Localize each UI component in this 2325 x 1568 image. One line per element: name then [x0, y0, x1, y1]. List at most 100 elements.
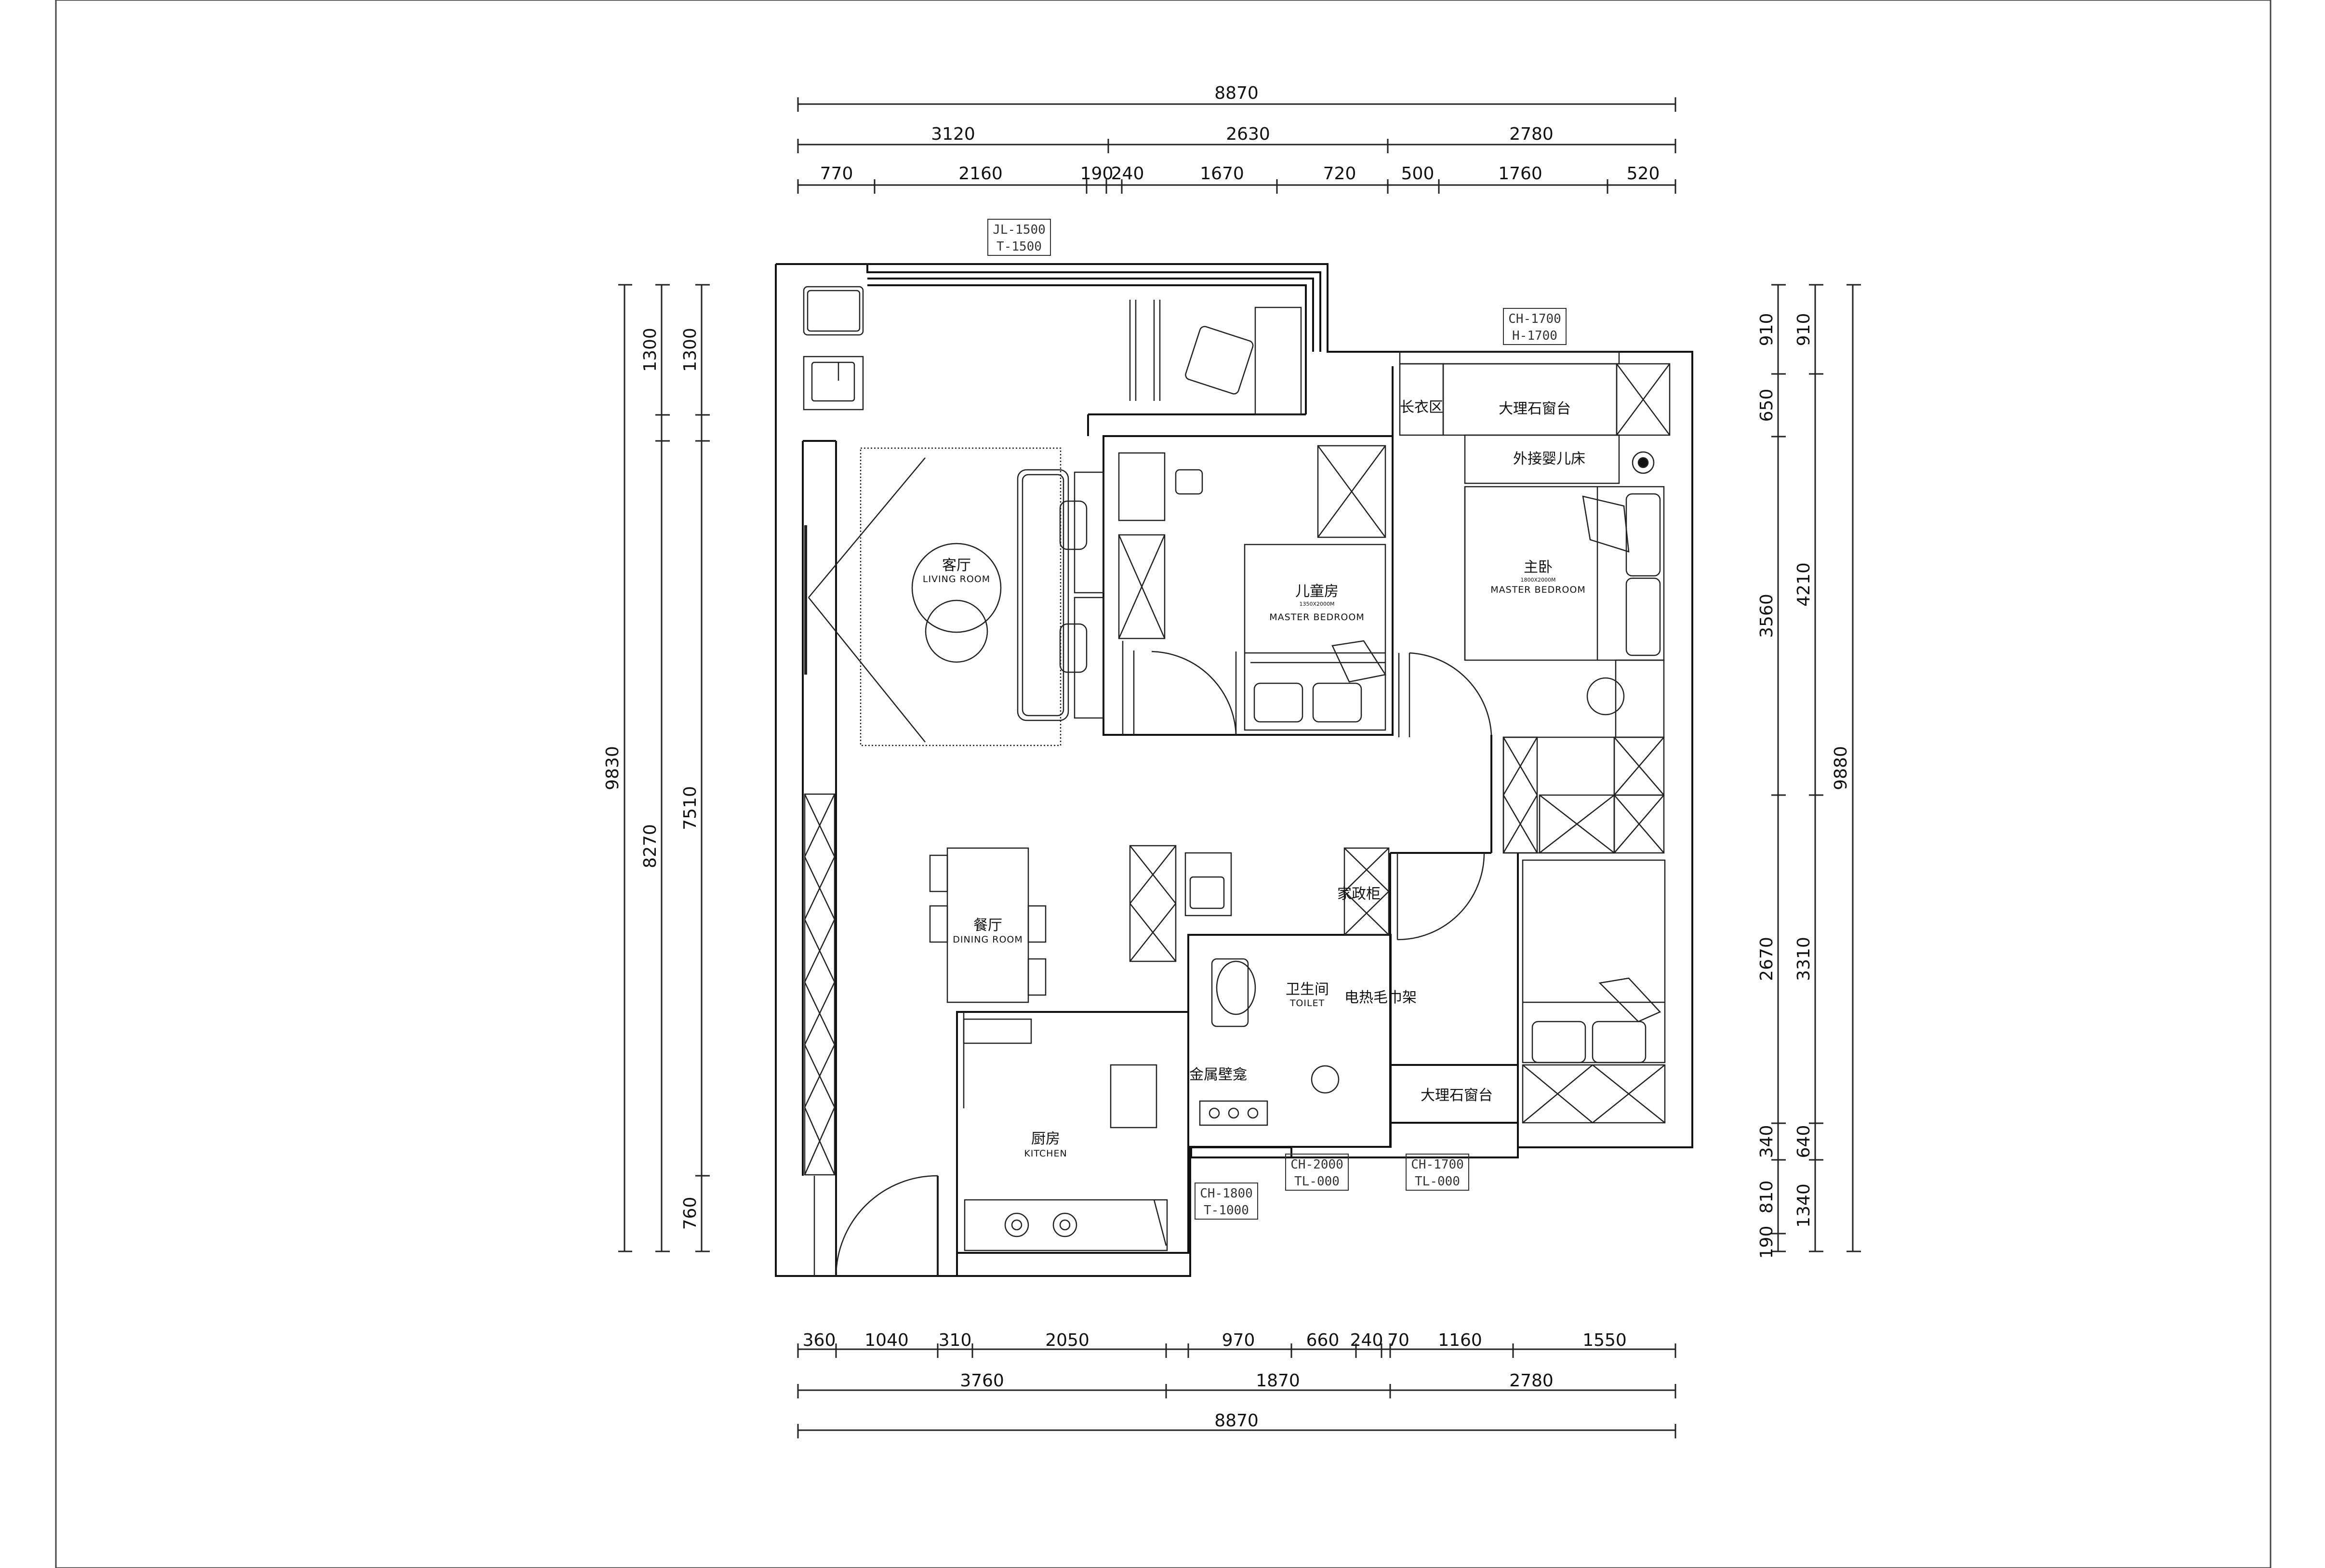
- dim-bottom-total: 8870: [1214, 1411, 1259, 1431]
- kids-desk: [1118, 452, 1166, 521]
- window-tag-4b: TL-000: [1415, 1174, 1460, 1189]
- dim-left-mid-1: 1300: [640, 328, 660, 372]
- dining-room-cn: 餐厅: [973, 917, 1002, 934]
- dim-bottom-detail-6: 660: [1306, 1330, 1340, 1350]
- kids-cabinet: [1317, 445, 1386, 538]
- dim-left-outer: 9830: [603, 746, 623, 790]
- kitchen-cn: 厨房: [1031, 1130, 1060, 1147]
- dim-top-detail-9: 520: [1627, 164, 1660, 184]
- dim-right-inner-3: 3560: [1757, 594, 1777, 638]
- dim-top-mid-3: 2780: [1509, 124, 1554, 144]
- annotation-marble-sill-top: 大理石窗台: [1499, 400, 1571, 417]
- window-tag-2b: H-1700: [1512, 329, 1557, 343]
- toilet-icon: [1211, 958, 1249, 1027]
- sink-icon: [803, 356, 864, 411]
- window-tag-2a: CH-1700: [1508, 312, 1561, 326]
- toilet-cn: 卫生间: [1286, 981, 1329, 998]
- dim-bottom-detail-10: 1550: [1582, 1330, 1627, 1350]
- dim-left-inner-2: 7510: [680, 786, 700, 830]
- dim-right-mid-3: 3310: [1794, 937, 1814, 981]
- window-tag-texts: JL-1500 T-1500 CH-1700 H-1700 CH-2000 TL…: [993, 223, 1561, 1218]
- sofa-icon: [1017, 469, 1069, 721]
- annotation-crib: 外接婴儿床: [1513, 451, 1585, 467]
- window-tag-4a: CH-1700: [1411, 1157, 1464, 1172]
- dim-right-inner-1: 910: [1757, 313, 1777, 346]
- kitchen-cabinet: [1129, 845, 1177, 962]
- dim-bottom-detail-2: 1040: [864, 1330, 909, 1350]
- window-tag-3b: TL-000: [1294, 1174, 1340, 1189]
- dim-right-mid-1: 910: [1794, 313, 1814, 346]
- master-bed-icon: [1464, 486, 1665, 661]
- dim-top-detail-1: 770: [820, 164, 853, 184]
- wash-basin-icon: [1189, 876, 1225, 909]
- dim-right-inner-2: 650: [1757, 389, 1777, 422]
- annotation-wardrobe-area: 长衣区: [1400, 399, 1443, 416]
- desk-top: [1254, 306, 1302, 415]
- dim-bottom-mid-2: 1870: [1256, 1371, 1300, 1391]
- sheet-frame: [55, 0, 2272, 1568]
- living-room-en: LIVING ROOM: [923, 574, 990, 585]
- dim-right-inner-5: 340: [1757, 1125, 1777, 1158]
- dim-top-mid-1: 3120: [931, 124, 975, 144]
- dim-right-inner-6: 810: [1757, 1181, 1777, 1214]
- dim-right-inner-4: 2670: [1757, 937, 1777, 981]
- kitchen-en: KITCHEN: [1024, 1148, 1067, 1159]
- dim-top-total: 8870: [1214, 83, 1259, 103]
- master-room-cn: 主卧: [1524, 559, 1553, 576]
- kids-room-size: 1350X2000M: [1299, 601, 1334, 607]
- kids-door-arc: [1151, 651, 1237, 735]
- dining-room-en: DINING ROOM: [953, 934, 1023, 945]
- dim-right-outer: 9880: [1831, 746, 1851, 790]
- dim-top-detail-8: 1760: [1498, 164, 1542, 184]
- dim-right-mid-2: 4210: [1794, 562, 1814, 607]
- annotation-metal-niche: 金属壁龛: [1189, 1066, 1247, 1083]
- dim-top-detail-6: 720: [1323, 164, 1356, 184]
- dimension-labels: 8870 3120 2630 2780 770 2160 190 240 167…: [803, 83, 1660, 1431]
- annotation-marble-sill-bottom: 大理石窗台: [1421, 1087, 1493, 1104]
- annotation-towel-rack: 电热毛巾架: [1344, 989, 1417, 1006]
- entry-wardrobe: [804, 793, 836, 1176]
- stove-icon: [964, 1199, 1168, 1251]
- washer-icon: [803, 286, 864, 336]
- vertical-dimension-labels: 9830 1300 8270 1300 7510 760 910 650 356…: [603, 313, 1851, 1259]
- window-tag-1b: T-1500: [996, 239, 1042, 254]
- kids-room-en: MASTER BEDROOM: [1269, 612, 1364, 623]
- dim-top-detail-4: 240: [1111, 164, 1144, 184]
- dim-bottom-detail-1: 360: [803, 1330, 836, 1350]
- dim-bottom-detail-9: 1160: [1438, 1330, 1482, 1350]
- dim-top-detail-7: 500: [1401, 164, 1435, 184]
- dim-bottom-mid-3: 2780: [1509, 1371, 1554, 1391]
- dim-right-mid-5: 1340: [1794, 1183, 1814, 1228]
- master-room-en: MASTER BEDROOM: [1490, 585, 1585, 595]
- chair-icon: [1185, 326, 1254, 395]
- dim-bottom-detail-7: 240: [1350, 1330, 1383, 1350]
- master-room-size: 1800X2000M: [1520, 577, 1555, 583]
- dim-bottom-detail-8: 70: [1387, 1330, 1409, 1350]
- living-table: [911, 543, 1002, 633]
- dimension-lines: [618, 97, 1861, 1438]
- crib-icon: [1632, 451, 1655, 474]
- master-cabinet-top: [1616, 363, 1671, 436]
- dim-bottom-detail-3: 310: [939, 1330, 972, 1350]
- living-rug: [860, 447, 1062, 746]
- dim-bottom-detail-5: 970: [1222, 1330, 1255, 1350]
- toilet-en: TOILET: [1289, 998, 1325, 1009]
- window-tag-5b: T-1000: [1204, 1203, 1249, 1218]
- window-tags: [987, 219, 1567, 1220]
- window-tag-5a: CH-1800: [1200, 1186, 1253, 1201]
- dim-right-inner-7: 190: [1757, 1226, 1777, 1259]
- dim-top-detail-2: 2160: [958, 164, 1003, 184]
- dim-left-mid-2: 8270: [640, 824, 660, 868]
- kids-wardrobe: [1118, 534, 1166, 639]
- entry-door-arc: [835, 1175, 938, 1276]
- furniture: [803, 286, 1671, 1276]
- dim-left-inner-1: 1300: [680, 328, 700, 372]
- kids-bed-icon: [1244, 544, 1386, 731]
- room-labels: 客厅 LIVING ROOM 儿童房 1350X2000M MASTER BED…: [923, 557, 1585, 1159]
- dim-left-inner-3: 760: [680, 1197, 700, 1230]
- window-tag-3a: CH-2000: [1290, 1157, 1343, 1172]
- dim-bottom-detail-4: 2050: [1045, 1330, 1089, 1350]
- dim-bottom-mid-1: 3760: [960, 1371, 1004, 1391]
- living-room-cn: 客厅: [942, 557, 971, 574]
